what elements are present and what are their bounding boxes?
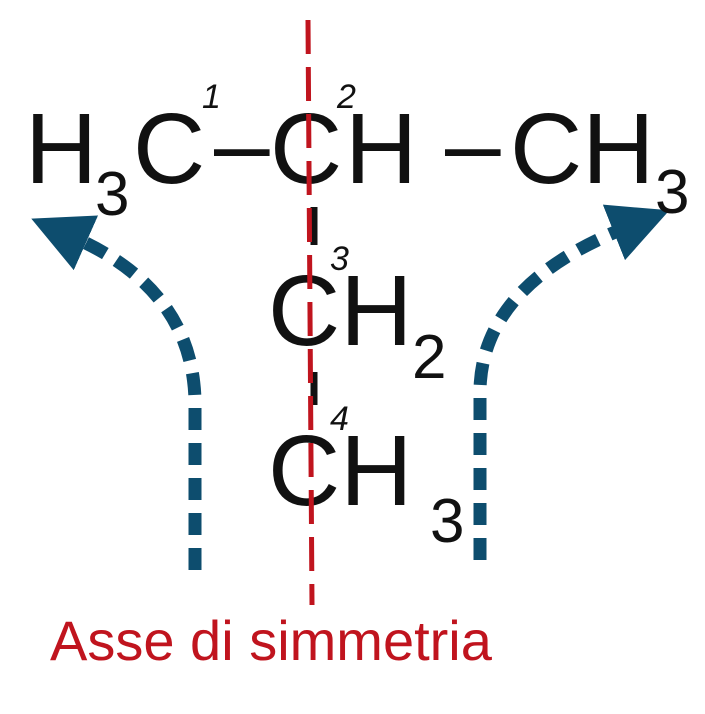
left-bond-dash: – [214,88,270,200]
right-bond-dash: – [445,88,501,200]
right-methyl-group: CH 3 [510,93,689,227]
carbon-3-group: CH 2 3 [268,240,446,392]
middle-subscript-2: 2 [412,323,446,392]
left-subscript-3: 3 [95,160,129,229]
carbon-1-label: C [133,93,205,205]
carbon-4-group: CH 3 4 [268,400,464,556]
carbon-1-group: H 3 C 1 [25,78,221,229]
symmetry-axis-caption: Asse di simmetria [50,609,493,672]
carbon-2-hydrogen: H [345,93,417,205]
bottom-subscript-3: 3 [430,487,464,556]
carbon-2-group: C H 2 [270,78,417,205]
carbon-number-1: 1 [202,78,221,116]
right-curved-arrow-icon [473,204,670,560]
left-curved-arrow-icon [31,215,202,570]
bottom-ch-label: CH [268,415,412,527]
carbon-number-4: 4 [330,400,349,438]
left-h-label: H [25,93,97,205]
right-ch-label: CH [510,93,654,205]
carbon-number-3: 3 [330,240,349,278]
middle-ch-label: CH [268,255,412,367]
carbon-2-label: C [270,93,342,205]
symmetry-axis-line [305,19,315,606]
carbon-number-2: 2 [336,78,356,116]
right-subscript-3: 3 [655,158,689,227]
